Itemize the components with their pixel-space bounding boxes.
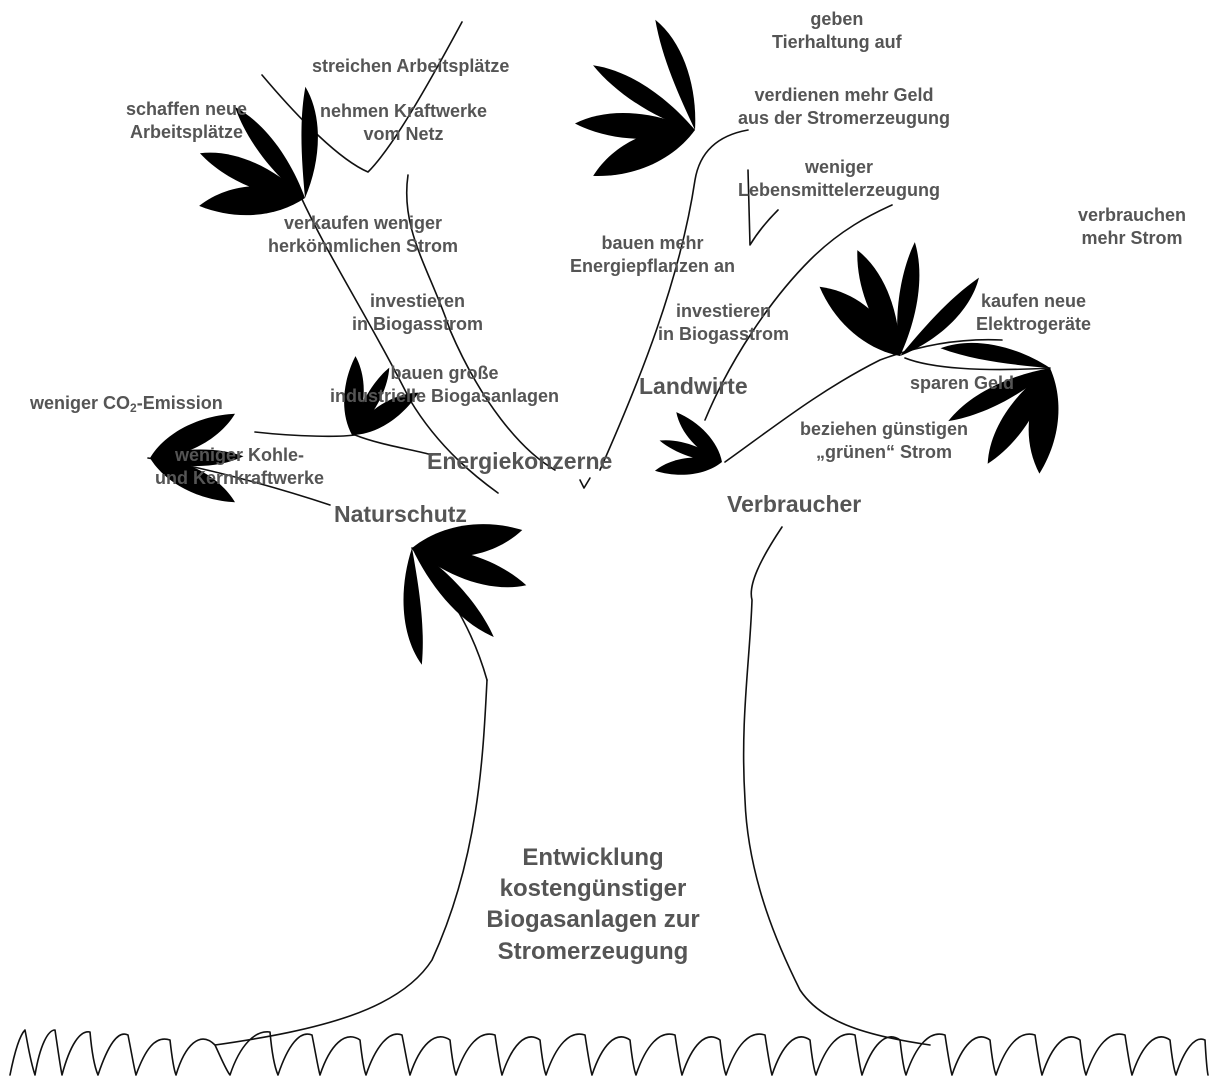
energie-investieren-line-2: in Biogasstrom [352,313,484,334]
bauen-mehr-line-1: bauen mehr [601,233,704,253]
kaufen-line-2: Elektrogeräte [976,313,1092,334]
weniger-line-2: Lebensmittelerzeugung [738,179,941,200]
energie-investieren-label: investieren in Biogasstrom [352,290,483,335]
schaffen-line-2: Arbeitsplätze [130,121,244,142]
co2-suffix: -Emission [136,393,223,413]
branch-energie-inner [406,174,556,471]
verdienen-geld-label: verdienen mehr Geld aus der Stromerzeugu… [738,84,950,129]
verdienen-line-1: verdienen mehr Geld [754,85,934,105]
verbrauchen-line-2: mehr Strom [1081,227,1183,248]
gruenen-strom-label: beziehen günstigen „grünen“ Strom [800,418,968,463]
bauen-biogasanlagen-label: bauen große industrielle Biogasanlagen [330,362,559,407]
bauen-grosse-line-2: industrielle Biogasanlagen [330,385,560,406]
co2-subscript: 2 [130,401,137,415]
energiekonzerne-label: Energiekonzerne [427,448,613,474]
kaufen-line-1: kaufen neue [981,291,1087,311]
branch-verbraucher [724,338,1003,463]
geben-line-1: geben [810,9,864,29]
branch-verbraucher-right [904,357,1051,371]
landwirte-label: Landwirte [639,373,748,399]
streichen-arbeitsplaetze-label: streichen Arbeitsplätze [312,56,510,76]
central-topic-line-2: kostengünstiger [499,875,687,903]
verkaufen-line-1: verkaufen weniger [283,213,443,233]
geben-line-2: Tierhaltung auf [772,31,902,52]
verkaufen-line-2: herkömmlichen Strom [268,235,459,256]
branch-co2 [254,431,433,456]
co2-emission-label: weniger CO2-Emission [30,392,223,415]
lebensmittelerzeugung-label: weniger Lebensmittelerzeugung [738,156,940,201]
grass-line [9,1029,1209,1076]
kohle-kernkraftwerke-label: weniger Kohle- und Kernkraftwerke [155,444,324,489]
nehmen-line-1: nehmen Kraftwerke [320,101,488,121]
branch-energie-inner2 [299,194,499,494]
co2-prefix: weniger CO [30,393,131,413]
landwirte-investieren-line-2: in Biogasstrom [658,323,790,344]
central-topic: Entwicklung kostengünstiger Biogasanlage… [468,842,718,967]
leaf-cluster-landwirte-small [649,410,733,492]
mehr-strom-label: verbrauchen mehr Strom [1078,204,1186,249]
central-topic-line-4: Stromerzeugung [497,937,689,965]
leaf-cluster-landwirte-top [557,5,726,204]
kohle-line-2: und Kernkraftwerke [155,467,325,488]
branch-energie-main [261,21,463,173]
verbraucher-label: Verbraucher [727,491,862,517]
kohle-line-1: weniger Kohle- [175,445,305,465]
nehmen-line-2: vom Netz [363,123,444,144]
branch-landwirte-hook [747,169,779,246]
elektrogeraete-label: kaufen neue Elektrogeräte [976,290,1091,335]
branch-landwirte-main [599,129,749,471]
branch-landwirte-right [704,204,893,421]
tierhaltung-label: geben Tierhaltung auf [772,8,902,53]
beziehen-line-1: beziehen günstigen [800,419,969,439]
landwirte-investieren-line-1: investieren [675,301,772,321]
landwirte-investieren-label: investieren in Biogasstrom [658,300,789,345]
schaffen-arbeitsplaetze-label: schaffen neue Arbeitsplätze [126,98,247,143]
trunk-left-outline [214,679,488,1046]
energie-investieren-line-1: investieren [369,291,466,311]
sparen-geld-label: sparen Geld [910,373,1015,393]
bauen-grosse-line-1: bauen große [390,363,499,383]
trunk-right-outline [742,526,931,1046]
weniger-line-1: weniger [805,157,874,177]
bauen-mehr-line-2: Energiepflanzen an [570,255,736,276]
branch-energie-base [579,477,591,489]
schaffen-line-1: schaffen neue [126,99,248,119]
energiepflanzen-label: bauen mehr Energiepflanzen an [570,232,735,277]
verdienen-line-2: aus der Stromerzeugung [738,107,951,128]
central-topic-line-3: Biogasanlagen zur [486,906,700,934]
central-topic-line-1: Entwicklung [522,844,664,871]
beziehen-line-2: „grünen“ Strom [816,441,953,462]
nehmen-kraftwerke-label: nehmen Kraftwerke vom Netz [320,100,487,145]
verkaufen-strom-label: verkaufen weniger herkömmlichen Strom [268,212,458,257]
naturschutz-label: Naturschutz [334,501,467,527]
verbrauchen-line-1: verbrauchen [1078,205,1187,225]
